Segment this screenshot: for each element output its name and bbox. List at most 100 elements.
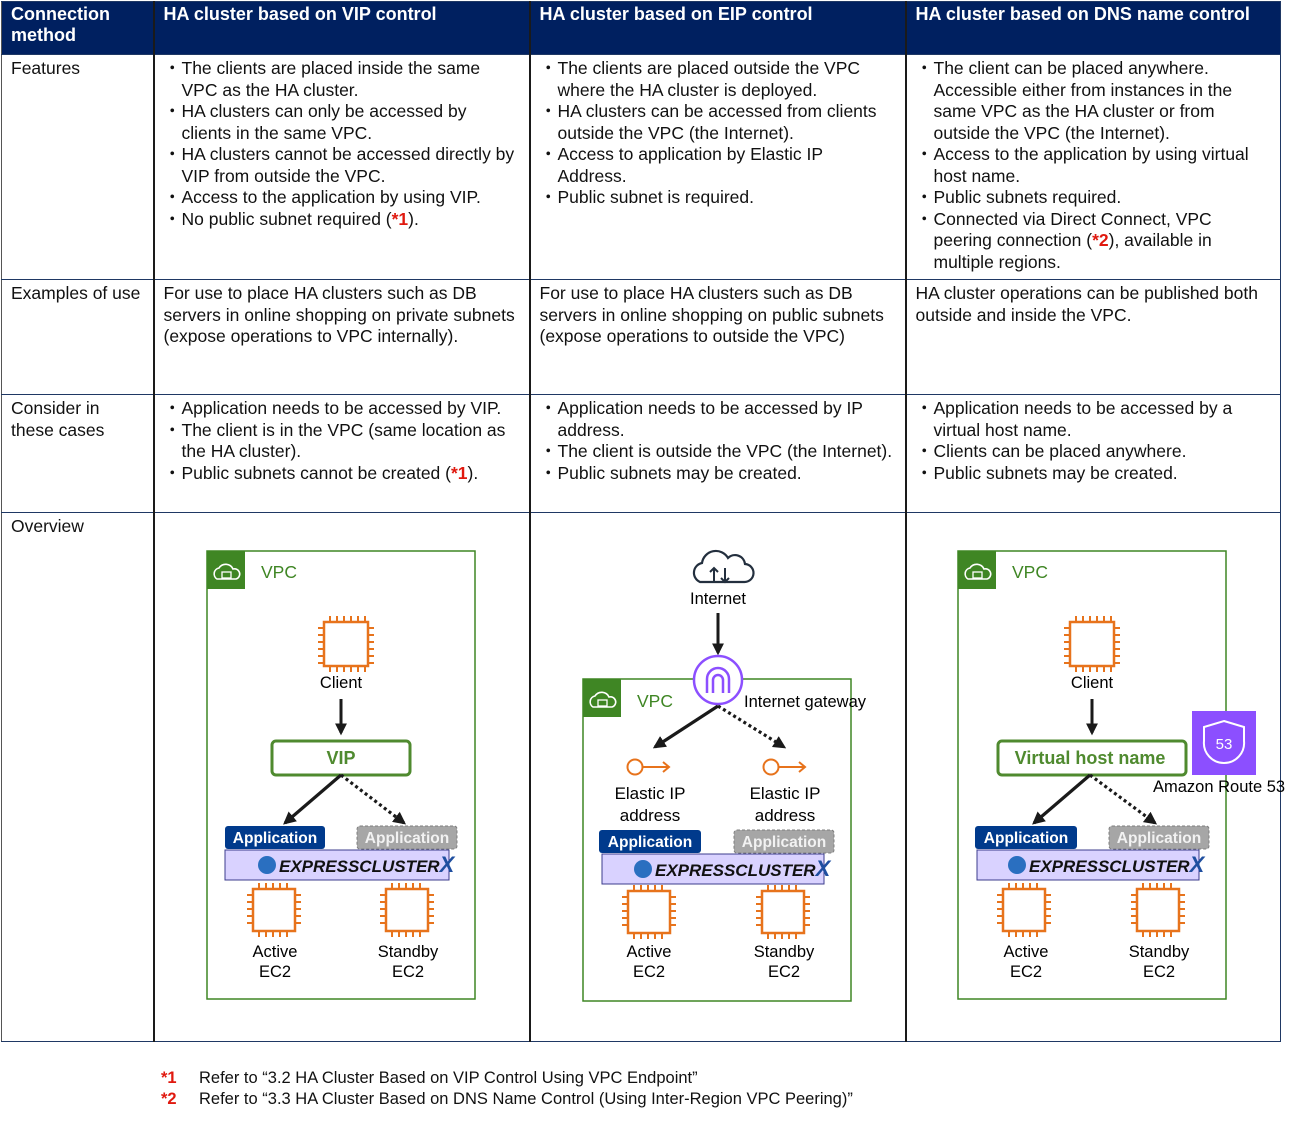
- eip-features: The clients are placed outside the VPC w…: [528, 54, 906, 280]
- footnote-ref-1b: *1: [450, 462, 468, 483]
- standby-label: Standby: [377, 943, 438, 961]
- eip-feature-2: HA clusters can be accessed from clients…: [540, 101, 896, 144]
- eip2-label-line1: Elastic IP: [749, 784, 820, 803]
- client-label: Client: [1070, 674, 1113, 692]
- internet-label: Internet: [690, 590, 746, 608]
- dns-overview: VPC Client Virtual host name 53 Amazon R…: [904, 512, 1285, 1042]
- dns-feature-4-text: Connected via Direct Connect, VPC peerin…: [933, 208, 1212, 251]
- vpc-icon: [582, 679, 621, 717]
- hostname-to-active-arrow: [1031, 773, 1091, 825]
- standby-ec2-label: EC2: [391, 963, 423, 981]
- eip1-label-line2: address: [619, 806, 679, 825]
- eip-consider: Application needs to be accessed by IP a…: [528, 394, 906, 513]
- application-standby-label: Application: [1116, 830, 1200, 847]
- eip-consider-3: Public subnets may be created.: [540, 463, 896, 485]
- dns-diagram: VPC Client Virtual host name 53 Amazon R…: [956, 550, 1285, 1000]
- elastic-ip-icon-2: [762, 758, 807, 776]
- client-icon: [317, 616, 374, 672]
- vip-to-standby-arrow: [339, 773, 406, 825]
- footnote-1-text: Refer to “3.2 HA Cluster Based on VIP Co…: [199, 1069, 698, 1087]
- vip-consider-1: Application needs to be accessed by VIP.: [164, 398, 520, 420]
- eip1-label-line1: Elastic IP: [614, 784, 685, 803]
- vpc-label: VPC: [637, 691, 673, 711]
- application-active-badge: [974, 826, 1077, 849]
- application-standby-badge: [1108, 825, 1209, 850]
- vip-feature-5: No public subnet required (*1).: [164, 209, 520, 231]
- client-icon: [1063, 616, 1120, 672]
- active-ec2-label: EC2: [258, 963, 290, 981]
- footnote-2-text: Refer to “3.3 HA Cluster Based on DNS Na…: [199, 1090, 853, 1108]
- header-eip: HA cluster based on EIP control: [528, 1, 906, 55]
- footnote-1-mark: *1: [161, 1069, 177, 1087]
- vip-feature-4: Access to the application by using VIP.: [164, 187, 520, 209]
- vip-feature-5-tail: ).: [408, 208, 419, 229]
- expresscluster-label: EXPRESSCLUSTERX: [279, 852, 456, 877]
- expresscluster-bar: [224, 849, 449, 881]
- vip-diagram: VPC Client VIP Application Application E…: [205, 550, 476, 1000]
- route53-badge: 53: [1215, 736, 1232, 753]
- vip-box-label: VIP: [326, 748, 355, 768]
- active-label: Active: [626, 943, 671, 961]
- vpc-boundary: [205, 550, 476, 1000]
- eip-consider-2: The client is outside the VPC (the Inter…: [540, 441, 896, 463]
- vip-feature-2: HA clusters can only be accessed by clie…: [164, 101, 520, 144]
- dns-feature-4: Connected via Direct Connect, VPC peerin…: [916, 209, 1271, 274]
- standby-ec2-label: EC2: [1142, 963, 1174, 981]
- application-standby-badge: [356, 825, 457, 850]
- vip-consider-3: Public subnets cannot be created (*1).: [164, 463, 520, 485]
- expresscluster-label: EXPRESSCLUSTERX: [1029, 852, 1206, 877]
- standby-label: Standby: [753, 943, 814, 961]
- dns-consider-3: Public subnets may be created.: [916, 463, 1271, 485]
- expresscluster-logo-icon: [1007, 856, 1026, 874]
- eip-consider-1: Application needs to be accessed by IP a…: [540, 398, 896, 441]
- application-active-label: Application: [607, 834, 691, 851]
- vip-to-active-arrow: [282, 773, 342, 825]
- hostname-to-standby-arrow: [1088, 773, 1157, 825]
- vpc-icon: [206, 551, 245, 589]
- dns-consider: Application needs to be accessed by a vi…: [904, 394, 1281, 513]
- footnote-1: *1 Refer to “3.2 HA Cluster Based on VIP…: [161, 1068, 853, 1089]
- active-label: Active: [252, 943, 297, 961]
- vpc-label: VPC: [261, 562, 297, 582]
- dns-feature-3: Public subnets required.: [916, 187, 1271, 209]
- eip-feature-3: Access to application by Elastic IP Addr…: [540, 144, 896, 187]
- internet-gateway-icon: [692, 654, 743, 706]
- active-ec2-label: EC2: [1009, 963, 1041, 981]
- elastic-ip-icon-1: [626, 758, 671, 776]
- standby-label: Standby: [1128, 943, 1189, 961]
- vpc-icon: [957, 551, 996, 589]
- active-ec2-icon: [246, 883, 301, 937]
- active-label: Active: [1003, 943, 1048, 961]
- header-dns: HA cluster based on DNS name control: [904, 1, 1281, 55]
- expresscluster-logo-icon: [257, 856, 276, 874]
- active-ec2-icon: [996, 883, 1051, 937]
- vpc-label: VPC: [1012, 562, 1048, 582]
- vip-feature-1: The clients are placed inside the same V…: [164, 58, 520, 101]
- eip-diagram: Internet VPC Internet gateway: [581, 549, 866, 1002]
- footnote-ref-1: *1: [391, 208, 409, 229]
- eip2-label-line2: address: [754, 806, 814, 825]
- vip-examples: For use to place HA clusters such as DB …: [152, 279, 530, 395]
- virtual-host-label: Virtual host name: [1014, 748, 1165, 768]
- vip-features: The clients are placed inside the same V…: [152, 54, 530, 280]
- application-active-label: Application: [232, 830, 316, 847]
- vip-feature-5-text: No public subnet required (: [181, 208, 392, 229]
- internet-cloud-icon: [692, 549, 755, 584]
- row-label-overview: Overview: [1, 512, 154, 1042]
- route53-icon: 53: [1191, 711, 1256, 775]
- expresscluster-label: EXPRESSCLUSTERX: [655, 856, 832, 881]
- application-standby-label: Application: [741, 834, 825, 851]
- dns-feature-1: The client can be placed anywhere. Acces…: [916, 58, 1271, 144]
- row-label-consider: Consider in these cases: [1, 394, 154, 513]
- application-active-label: Application: [983, 830, 1067, 847]
- application-active-badge: [598, 830, 701, 853]
- eip-overview: Internet VPC Internet gateway: [528, 512, 906, 1042]
- eip-feature-4: Public subnet is required.: [540, 187, 896, 209]
- vip-consider-3-tail: ).: [467, 462, 479, 483]
- comparison-table: Connection method HA cluster based on VI…: [1, 1, 1285, 1042]
- route53-label: Amazon Route 53: [1153, 778, 1285, 796]
- dns-consider-1: Application needs to be accessed by a vi…: [916, 398, 1271, 441]
- vip-consider-2: The client is in the VPC (same location …: [164, 420, 520, 463]
- footnote-ref-2: *2: [1092, 230, 1109, 250]
- dns-feature-4-tail: ), available in multiple regions.: [933, 230, 1212, 272]
